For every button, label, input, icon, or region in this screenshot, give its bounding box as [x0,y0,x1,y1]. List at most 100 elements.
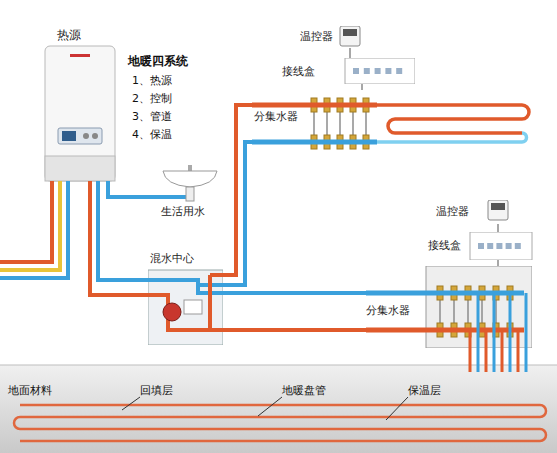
pipe [0,181,68,278]
terminal [506,243,512,249]
pipe [469,348,472,372]
pipe [0,181,60,270]
layer-label: 保温层 [408,384,441,398]
control-wire [361,84,363,90]
supply-bar [252,103,377,108]
layer-label: 地暖盘管 [282,384,326,398]
node-label: 生活用水 [161,205,205,219]
leader-line [122,397,140,410]
mixing-center-box: 混水中心 [148,250,223,345]
outlet-pipe [501,330,504,348]
terminal [364,68,370,74]
pipe-stub [58,181,62,185]
leader-line [386,397,408,420]
node-label: 热源 [57,28,81,42]
pipe-stub [50,181,54,185]
manifold: 分集水器 [252,90,377,156]
floor-coil [377,133,527,142]
pipe-stub [66,181,70,185]
list-item: 4、保温 [132,128,172,142]
pedestal [186,187,194,201]
manifold-cabinet: 分集水器 [366,266,532,348]
supply-pipe [223,105,252,275]
supply-pipe [90,185,148,295]
outlet-pipe [517,330,520,348]
circulation-pump [163,303,181,321]
internal-pipe [148,275,223,330]
thermostat-screen [343,29,357,36]
outlet-pipe [525,293,528,348]
node-label: 温控器 [300,30,333,44]
outlet-pipe [509,293,512,348]
junction-box: 接线盒 [280,58,415,84]
terminal [478,243,484,249]
boiler-logo [70,54,90,57]
control-wire [497,224,499,232]
terminal [396,68,402,74]
control-unit [184,300,202,314]
outlet-pipe [485,330,488,348]
pipe-stub [88,181,92,185]
junction-box-body [470,232,532,260]
terminal [487,243,493,249]
return-pipe [223,291,366,295]
leader-line [258,397,282,416]
water-pipe [108,185,155,197]
terminal [496,243,502,249]
pipe [501,348,504,372]
control-panel [58,128,102,144]
junction-box-body [345,58,415,84]
pipe [0,181,52,262]
knob [83,133,89,139]
node-label: 温控器 [436,205,469,219]
heat-source-boiler: 热源 [40,28,120,185]
pipe [485,348,488,372]
pipe [517,348,520,372]
node-shape [40,28,120,185]
outlet-pipe [477,293,480,348]
terminal [375,68,381,74]
display [62,131,76,141]
cabinet-body [426,266,532,348]
control-wire [497,260,499,266]
supply-bar [366,328,524,333]
pipe-stub [106,181,110,185]
terminal [353,68,359,74]
mixing-box-body [148,270,223,345]
control-wire [349,48,351,58]
list-item: 1、热源 [132,74,172,88]
pipe [477,348,480,372]
terminal [385,68,391,74]
layer-label: 地面材料 [8,384,52,398]
pipe-stub [155,195,186,199]
thermostat-body [488,200,508,220]
floor-coil [377,105,529,133]
thermostat-body [340,26,360,46]
domestic-water-sink: 生活用水 [155,165,225,222]
pipe [509,348,512,372]
layer-label: 回填层 [140,384,173,398]
junction-box: 接线盒 [428,232,533,260]
thermostat: 温控器 [436,200,511,224]
thermostat-screen [491,203,505,210]
outlet-pipe [493,293,496,348]
floor-slab [0,365,557,453]
terminal [515,243,521,249]
wash-basin [163,171,217,187]
list-heading: 地暖四系统 [128,54,188,68]
pipe [525,348,528,372]
pipe [493,348,496,372]
node-label: 接线盒 [282,65,315,79]
node-label: 分集水器 [254,110,298,124]
knob [92,133,98,139]
floor-coil [14,405,546,441]
slab-edge [0,365,557,366]
list-item: 2、控制 [132,92,172,106]
return-bar [252,140,377,145]
boiler-body [45,46,115,181]
outlet-pipe [469,330,472,348]
node-label: 混水中心 [150,252,194,266]
node-label: 分集水器 [366,304,410,318]
list-item: 3、管道 [132,110,172,124]
